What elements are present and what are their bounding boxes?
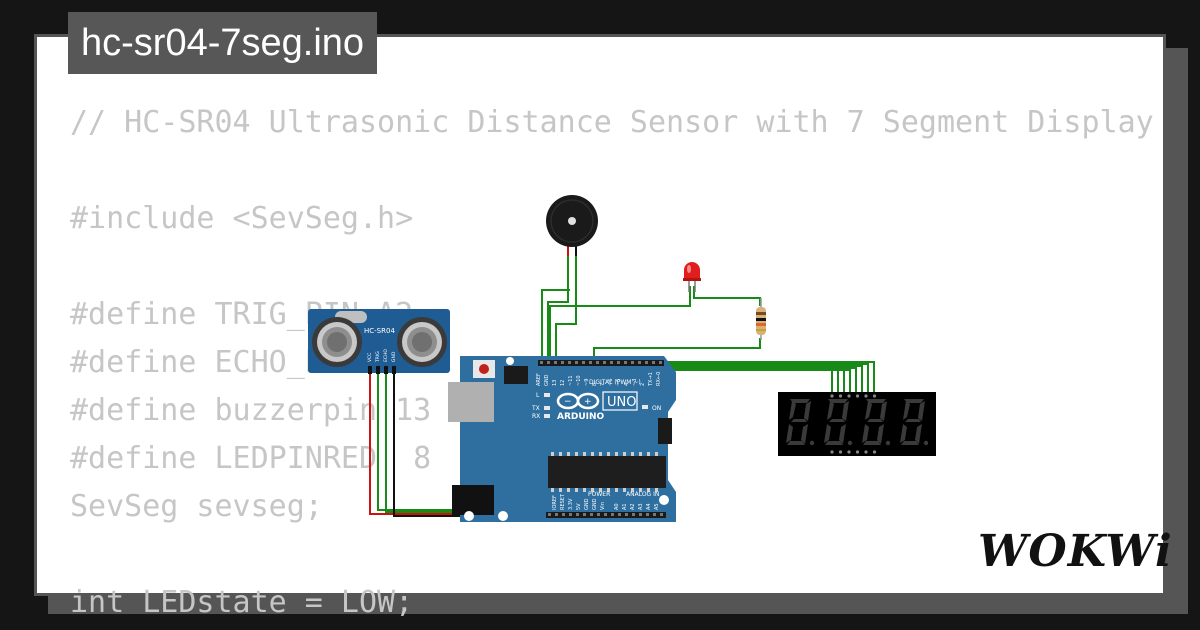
display-digit: [900, 399, 929, 446]
display-digits: [786, 399, 929, 446]
power-pin-label: 3.3V: [568, 498, 574, 510]
power-header-label: POWER: [588, 491, 610, 498]
resistor: [756, 298, 766, 340]
sensor-pin-label: ECHO: [383, 349, 389, 362]
header-pins: [540, 361, 663, 516]
wire-led-anode: [549, 286, 691, 358]
wire-led-cathode: [693, 286, 761, 306]
digital-pin-label: GND: [544, 374, 550, 386]
power-pin-label: 5V: [576, 503, 582, 510]
digital-pin-label: ~6: [608, 379, 614, 386]
code-line: int LEDstate = LOW;: [70, 585, 414, 620]
wire-display-bus-7: [636, 363, 839, 394]
wokwi-logo: WOKWi: [978, 526, 1172, 577]
digital-pin-label: ~3: [632, 379, 638, 386]
wire-buzzer-green: [541, 289, 570, 358]
code-line: #define LEDPINRED 8: [70, 441, 432, 476]
svg-text:L: L: [536, 392, 540, 399]
power-pin-label: RESET: [560, 493, 566, 510]
digital-pin-label: RX←0: [656, 372, 662, 386]
sensor-pin-label: VCC: [367, 353, 373, 362]
digital-pin-label: 4: [624, 383, 630, 386]
project-title[interactable]: hc-sr04-7seg.ino: [68, 12, 378, 74]
sensor-pin-label: GND: [391, 351, 397, 362]
buzzer: [546, 195, 598, 247]
wire-display-bus-5: [624, 369, 851, 394]
board-brand: ARDUINO: [557, 412, 605, 422]
power-pin-label: Vin: [600, 502, 606, 510]
display-digit: [786, 399, 815, 446]
sensor-pin: [376, 366, 380, 374]
arduino-logo: − +: [556, 392, 600, 410]
analog-pin-label: A3: [638, 503, 644, 510]
wire-buzzer-red: [547, 240, 569, 358]
svg-text:ON: ON: [652, 405, 661, 412]
led-red: [683, 262, 701, 292]
display-digit: [862, 399, 891, 446]
digital-pin-label: 7: [600, 383, 606, 386]
code-line: #define buzzerpin 13: [70, 393, 432, 428]
sensor-pin-label: TRIG: [375, 351, 381, 363]
analog-header-label: ANALOG IN: [626, 491, 659, 498]
digital-pin-label: ~11: [568, 375, 574, 386]
digital-pin-label: 8: [592, 383, 598, 386]
analog-pin-label: A0: [614, 503, 620, 510]
power-pin-label: IOREF: [552, 495, 558, 510]
svg-text:+: +: [584, 397, 592, 407]
sensor-transducer-right: [397, 317, 447, 367]
seven-segment-display: [778, 392, 936, 456]
power-pin-label: GND: [592, 498, 598, 510]
digital-pin-label: AREF: [536, 373, 542, 386]
analog-pin-label: A2: [630, 503, 636, 510]
code-line: SevSeg sevseg;: [70, 489, 323, 524]
wire-resistor: [593, 338, 761, 358]
sensor-pin: [368, 366, 372, 374]
digital-pin-label: 13: [552, 380, 558, 386]
code-preview: // HC-SR04 Ultrasonic Distance Sensor wi…: [70, 99, 1154, 627]
svg-text:TX: TX: [531, 405, 540, 412]
svg-text:RX: RX: [532, 413, 540, 420]
wire-display-bus-4: [618, 367, 857, 394]
analog-pin-label: A5: [654, 503, 660, 510]
code-line: // HC-SR04 Ultrasonic Distance Sensor wi…: [70, 105, 1154, 140]
chip-pins: [551, 452, 658, 492]
sensor-label: HC-SR04: [364, 327, 395, 335]
preview-card: // HC-SR04 Ultrasonic Distance Sensor wi…: [34, 34, 1166, 620]
wire-display-bus-8: [642, 361, 833, 394]
svg-text:−: −: [564, 397, 572, 407]
display-pins: [830, 394, 877, 454]
digital-pin-label: ~10: [576, 375, 582, 386]
digital-pin-label: ~9: [584, 379, 590, 386]
wokwi-logo-text: WOKWi: [978, 526, 1173, 577]
digital-pin-label: 12: [560, 380, 566, 386]
digital-pin-label: ~5: [616, 379, 622, 386]
digital-pin-label: TX→1: [648, 372, 654, 387]
board-model: UNO: [607, 395, 636, 410]
wire-display-bus-6: [630, 365, 845, 394]
analog-pin-label: A1: [622, 503, 628, 510]
analog-pin-label: A4: [646, 503, 652, 510]
sensor-transducer-left: [312, 317, 362, 367]
digital-pin-label: 2: [640, 383, 646, 386]
digital-header-label: DIGITAL (PWM ~): [589, 379, 641, 386]
power-pin-label: GND: [584, 498, 590, 510]
sensor-pin: [392, 366, 396, 374]
code-line: #include <SevSeg.h>: [70, 201, 414, 236]
display-digit: [824, 399, 853, 446]
sensor-pin: [384, 366, 388, 374]
wire-buzzer-black: [555, 240, 577, 358]
